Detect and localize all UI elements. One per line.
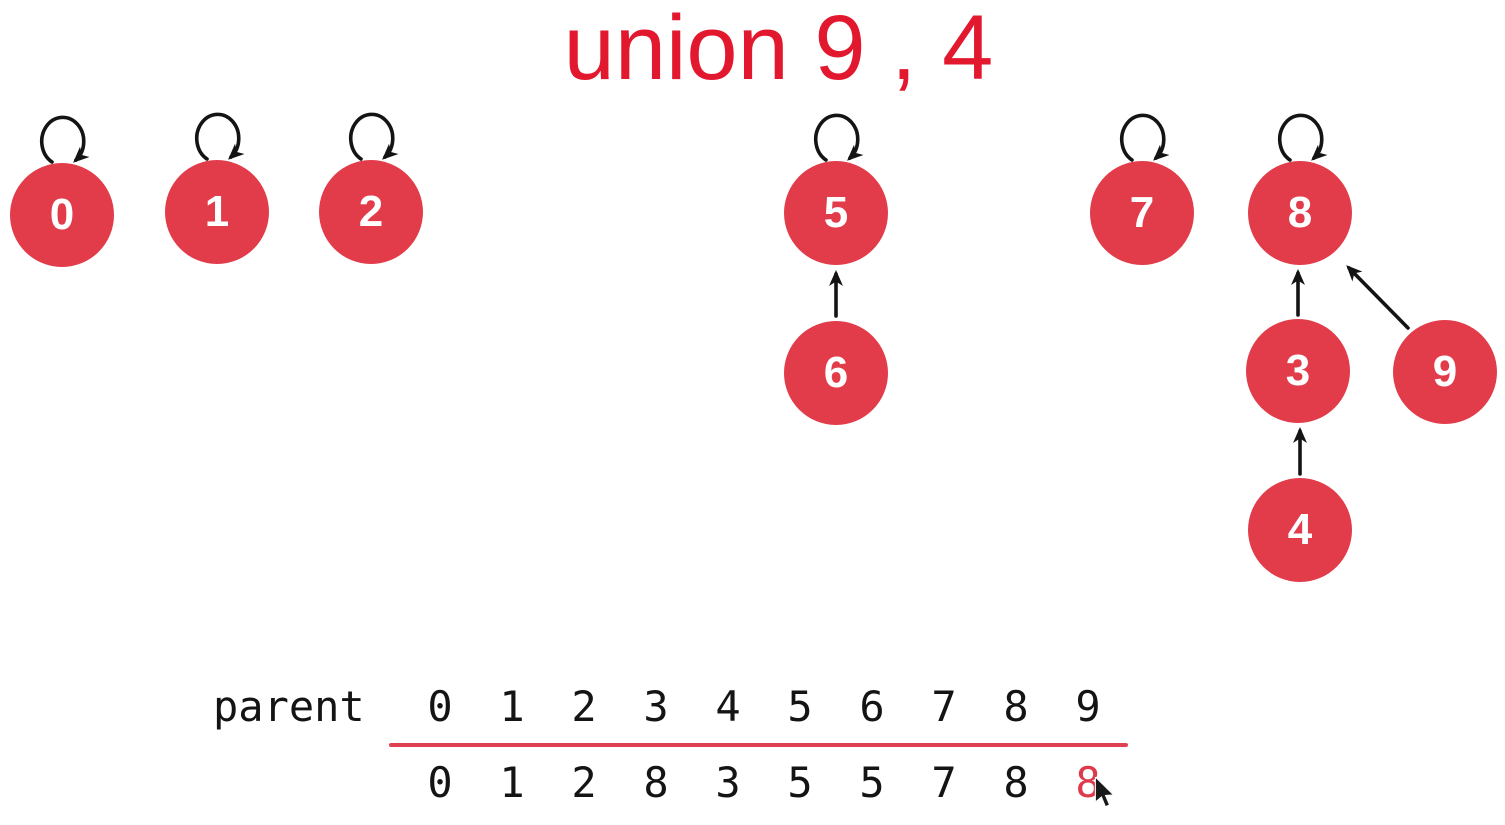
parent-index-cell: 1 <box>499 682 525 731</box>
parent-index-cell: 8 <box>1003 682 1029 731</box>
self-loop-node-1 <box>194 112 245 161</box>
parent-value-cell: 3 <box>715 758 741 807</box>
table-divider-line <box>389 743 1128 747</box>
parent-index-cell: 6 <box>859 682 885 731</box>
node-circle-2: 2 <box>319 160 423 264</box>
self-loop-node-5 <box>813 113 864 162</box>
self-loop-node-0 <box>39 115 90 164</box>
self-loop-node-2 <box>348 112 399 161</box>
parent-array-label: parent <box>213 682 365 731</box>
parent-index-cell: 7 <box>931 682 957 731</box>
node-circle-7: 7 <box>1090 161 1194 265</box>
node-circle-9: 9 <box>1393 320 1497 424</box>
mouse-cursor-icon <box>1094 777 1115 808</box>
self-loop-node-8 <box>1277 113 1328 162</box>
parent-arrow-9-to-8 <box>1346 265 1410 330</box>
parent-value-cell: 7 <box>931 758 957 807</box>
self-loop-node-7 <box>1119 113 1170 162</box>
parent-index-cell: 5 <box>787 682 813 731</box>
parent-array-value-row: 0 1 2 8 3 5 5 7 8 8 <box>404 758 1124 808</box>
parent-index-cell: 9 <box>1075 682 1101 731</box>
node-circle-3: 3 <box>1246 319 1350 423</box>
parent-value-cell: 5 <box>859 758 885 807</box>
parent-index-cell: 3 <box>643 682 669 731</box>
parent-value-cell: 2 <box>571 758 597 807</box>
parent-value-cell: 1 <box>499 758 525 807</box>
parent-index-cell: 0 <box>427 682 453 731</box>
parent-array-index-row: 0 1 2 3 4 5 6 7 8 9 <box>404 682 1124 732</box>
page-title: union 9 , 4 <box>563 0 994 99</box>
parent-index-cell: 2 <box>571 682 597 731</box>
node-circle-6: 6 <box>784 321 888 425</box>
parent-value-cell: 8 <box>1003 758 1029 807</box>
parent-value-cell: 5 <box>787 758 813 807</box>
parent-value-cell: 8 <box>643 758 669 807</box>
node-circle-1: 1 <box>165 160 269 264</box>
parent-value-cell: 0 <box>427 758 453 807</box>
node-circle-5: 5 <box>784 161 888 265</box>
node-circle-4: 4 <box>1248 478 1352 582</box>
parent-index-cell: 4 <box>715 682 741 731</box>
node-circle-0: 0 <box>10 163 114 267</box>
node-circle-8: 8 <box>1248 161 1352 265</box>
